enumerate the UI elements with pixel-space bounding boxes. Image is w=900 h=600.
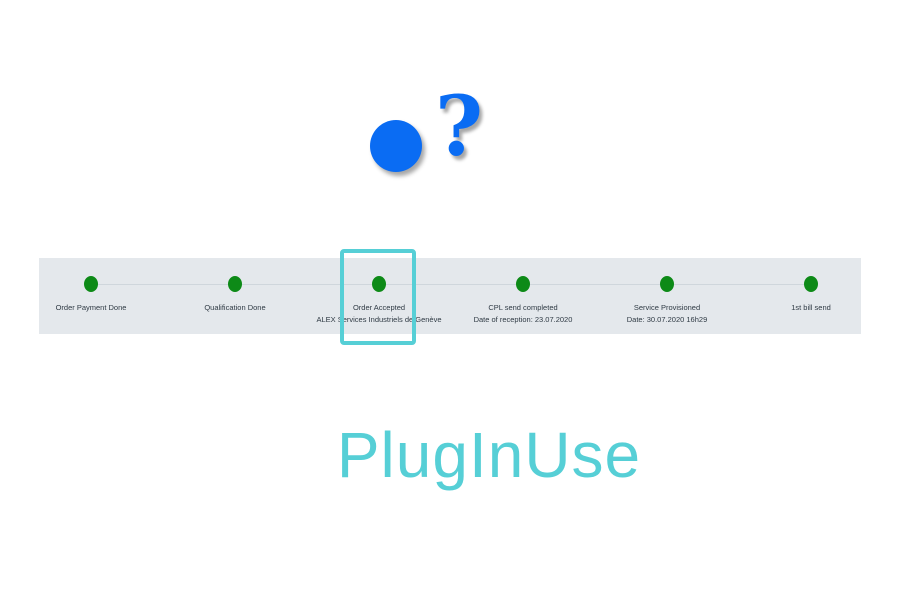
- step-status-dot-icon: [228, 276, 242, 292]
- step-service-provisioned: Service Provisioned Date: 30.07.2020 16h…: [582, 258, 752, 334]
- current-step-highlight: [340, 249, 416, 345]
- step-qualification: Qualification Done: [150, 258, 320, 334]
- step-status-dot-icon: [660, 276, 674, 292]
- step-cpl-send: CPL send completed Date of reception: 23…: [438, 258, 608, 334]
- step-order-payment: Order Payment Done: [6, 258, 176, 334]
- step-label: CPL send completed: [488, 303, 558, 312]
- step-detail: Date: 30.07.2020 16h29: [626, 315, 708, 324]
- step-label: Order Payment Done: [55, 303, 127, 312]
- step-detail: Date of reception: 23.07.2020: [473, 315, 573, 324]
- logo-mark: ?: [365, 86, 505, 192]
- progress-line: [91, 284, 809, 285]
- step-label: Service Provisioned: [633, 303, 701, 312]
- step-first-bill: 1st bill send: [726, 258, 896, 334]
- step-status-dot-icon: [516, 276, 530, 292]
- step-detail: ALEX Services Industriels de Genève: [316, 315, 442, 324]
- step-label: 1st bill send: [791, 303, 831, 312]
- step-label: Order Accepted: [352, 303, 406, 312]
- logo-dot-icon: [370, 120, 422, 172]
- step-label: Qualification Done: [204, 303, 266, 312]
- step-status-dot-icon: [804, 276, 818, 292]
- question-mark-icon: ?: [435, 79, 484, 175]
- order-progress-tracker: Order Payment Done Qualification Done Or…: [39, 258, 861, 334]
- step-status-dot-icon: [372, 276, 386, 292]
- step-order-accepted: Order Accepted ALEX Services Industriels…: [294, 258, 464, 334]
- brand-name: PlugInUse: [336, 419, 642, 491]
- step-status-dot-icon: [84, 276, 98, 292]
